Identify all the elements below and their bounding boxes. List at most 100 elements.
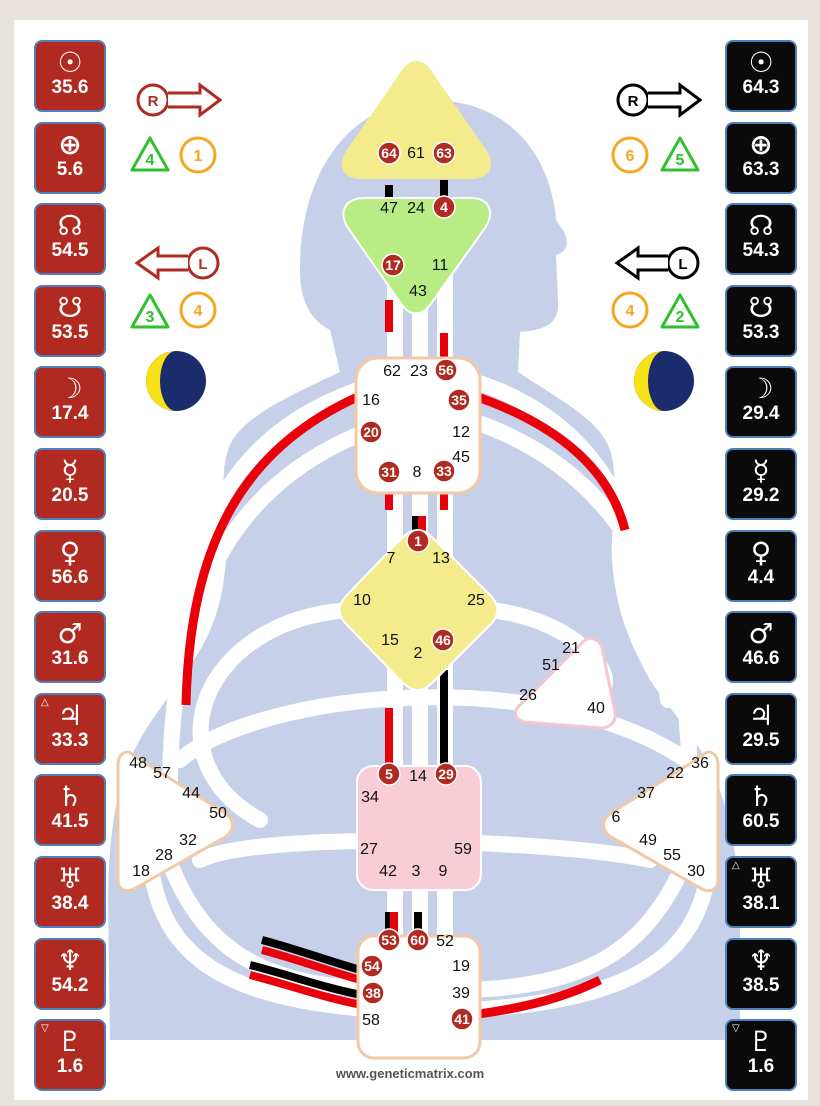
gate-30-label: 30 [687, 863, 705, 880]
gate-50-label: 50 [209, 805, 227, 822]
personality-south-node-card[interactable]: ☋53.3 [725, 284, 797, 357]
earth-gate-line: 5.6 [56, 158, 84, 180]
personality-bottom-letter: L [678, 256, 687, 273]
uranus-icon: ♅ [748, 862, 774, 895]
design-earth-card[interactable]: ⊕5.6 [34, 121, 106, 194]
gate-45: 45 [452, 449, 470, 466]
south-node-gate-line: 53.5 [51, 321, 89, 343]
design-moon-card[interactable]: ☽17.4 [34, 366, 106, 439]
personality-variable-top-badges: 6 5 [611, 136, 700, 174]
gate-26: 26 [519, 687, 537, 704]
gate-41: 41 [450, 1007, 474, 1031]
gate-58-label: 58 [362, 1012, 380, 1029]
gate-27-label: 27 [360, 841, 378, 858]
gate-60-label: 60 [410, 932, 426, 948]
saturn-gate-line: 41.5 [51, 811, 89, 833]
gate-1-marker [406, 529, 430, 553]
sun-icon: ☉ [57, 46, 83, 79]
gate-60-marker [406, 928, 430, 952]
gate-56: 56 [434, 358, 458, 382]
gate-37: 37 [637, 785, 655, 802]
gate-32-label: 32 [179, 832, 197, 849]
personality-moon-card[interactable]: ☽29.4 [725, 366, 797, 439]
jupiter-icon: ♃ [57, 698, 83, 732]
design-sun-card[interactable]: ☉35.6 [34, 40, 106, 112]
gate-19: 19 [452, 958, 470, 975]
personality-mars-card[interactable]: ♂46.6 [725, 611, 797, 684]
gate-63: 63 [432, 141, 456, 165]
gate-18: 18 [132, 863, 150, 880]
personality-neptune-card[interactable]: ♆38.5 [725, 937, 797, 1010]
design-variable-top-badges: 4 1 [130, 136, 217, 174]
design-bottom-circle: 4 [194, 303, 203, 320]
gate-19-label: 19 [452, 958, 470, 975]
design-moon-icon [146, 351, 206, 411]
gate-5-marker [377, 762, 401, 786]
pluto-icon: ♇ [57, 1025, 83, 1059]
gate-5: 5 [377, 762, 401, 786]
personality-pluto-card[interactable]: ♇1.6▽ [725, 1019, 797, 1092]
personality-saturn-card[interactable]: ♄60.5 [725, 774, 797, 847]
design-south-node-card[interactable]: ☋53.5 [34, 284, 106, 357]
personality-top-tri: 5 [676, 152, 685, 169]
gate-45-label: 45 [452, 449, 470, 466]
neptune-gate-line: 38.5 [742, 974, 780, 996]
north-node-icon: ☊ [57, 209, 83, 243]
gate-26-label: 26 [519, 687, 537, 704]
gate-2-label: 2 [414, 645, 423, 662]
moon-gate-line: 29.4 [742, 403, 780, 425]
mercury-icon: ☿ [752, 454, 770, 487]
moon-icon: ☽ [748, 372, 774, 406]
design-bottom-tri: 3 [146, 309, 155, 326]
south-node-icon: ☋ [748, 290, 774, 324]
design-pluto-card[interactable]: ♇1.6▽ [34, 1019, 106, 1092]
design-north-node-card[interactable]: ☊54.5 [34, 203, 106, 276]
personality-sun-card[interactable]: ☉64.3 [725, 40, 797, 112]
personality-jupiter-card[interactable]: ♃29.5 [725, 692, 797, 765]
design-jupiter-card[interactable]: ♃33.3△ [34, 692, 106, 765]
north-node-icon: ☊ [748, 209, 774, 243]
gate-15-label: 15 [381, 632, 399, 649]
gate-63-marker [432, 141, 456, 165]
design-uranus-card[interactable]: ♅38.4 [34, 856, 106, 928]
gate-13-label: 13 [432, 550, 450, 567]
personality-north-node-card[interactable]: ☊54.3 [725, 203, 797, 276]
mercury-icon: ☿ [61, 454, 79, 487]
gate-6: 6 [612, 809, 621, 826]
earth-icon: ⊕ [749, 127, 773, 161]
personality-uranus-card[interactable]: ♅38.1△ [725, 856, 797, 928]
gate-36: 36 [691, 755, 709, 772]
gate-5-label: 5 [385, 766, 393, 782]
design-neptune-card[interactable]: ♆54.2 [34, 937, 106, 1010]
gate-12-label: 12 [452, 424, 470, 441]
gate-29: 29 [434, 762, 458, 786]
gate-4-marker [432, 195, 456, 219]
gate-16: 16 [362, 392, 380, 409]
moon-gate-line: 17.4 [51, 403, 89, 425]
personality-top-letter: R [628, 93, 639, 110]
south-node-gate-line: 53.3 [742, 321, 780, 343]
personality-earth-card[interactable]: ⊕63.3 [725, 121, 797, 194]
personality-mercury-card[interactable]: ☿29.2 [725, 448, 797, 520]
gate-9: 9 [439, 863, 448, 880]
gate-20: 20 [359, 420, 383, 444]
design-mars-card[interactable]: ♂31.6 [34, 611, 106, 684]
design-mercury-card[interactable]: ☿20.5 [34, 448, 106, 520]
design-venus-card[interactable]: ♀56.6 [34, 529, 106, 602]
gate-62-label: 62 [383, 363, 401, 380]
north-node-gate-line: 54.3 [742, 240, 780, 262]
gate-28-label: 28 [155, 847, 173, 864]
gate-48: 48 [129, 755, 147, 772]
saturn-icon: ♄ [57, 780, 83, 814]
gate-33-label: 33 [436, 463, 452, 479]
gate-11: 11 [432, 257, 449, 274]
neptune-icon: ♆ [57, 943, 83, 977]
pluto-icon: ♇ [748, 1025, 774, 1059]
gate-54-marker [360, 954, 384, 978]
neptune-icon: ♆ [748, 943, 774, 977]
south-node-icon: ☋ [57, 290, 83, 324]
design-saturn-card[interactable]: ♄41.5 [34, 774, 106, 847]
north-node-gate-line: 54.5 [51, 240, 89, 262]
personality-bottom-tri: 2 [676, 309, 685, 326]
personality-venus-card[interactable]: ♀4.4 [725, 529, 797, 602]
